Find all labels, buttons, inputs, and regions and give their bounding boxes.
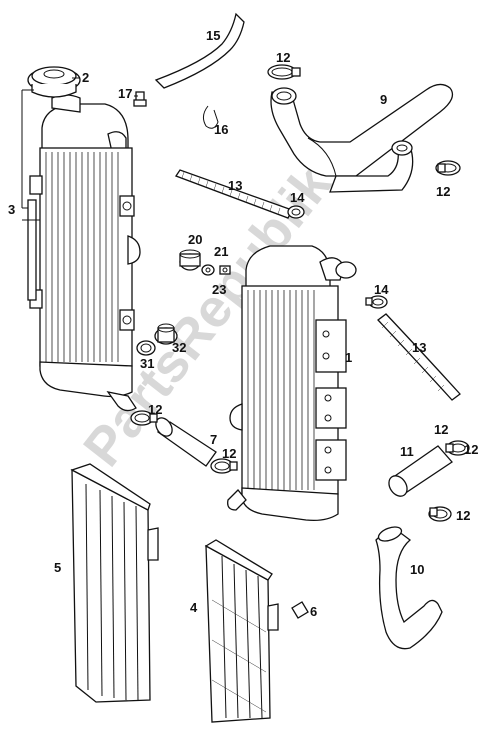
callout-12-c: 12 [148, 402, 162, 417]
clamp-near-11-bottom [428, 506, 452, 522]
callout-6: 6 [310, 604, 317, 619]
clamp-near-7 [130, 410, 158, 426]
callout-2: 2 [82, 70, 89, 85]
callout-32: 32 [172, 340, 186, 355]
callout-12-b: 12 [436, 184, 450, 199]
callout-4: 4 [190, 600, 198, 615]
callout-31: 31 [140, 356, 154, 371]
callout-9: 9 [380, 92, 387, 107]
callout-1: 1 [345, 350, 352, 365]
hose-11 [388, 445, 453, 497]
screw-23 [219, 265, 231, 275]
clamp-near-11-top [445, 440, 470, 456]
radiator-cap [27, 66, 81, 98]
callout-20: 20 [188, 232, 202, 247]
callout-14-a: 14 [290, 190, 305, 205]
callout-12-f: 12 [456, 508, 470, 523]
callout-13-b: 13 [412, 340, 426, 355]
bolt-17 [133, 91, 147, 107]
callout-11: 11 [400, 444, 414, 459]
callout-7: 7 [210, 432, 217, 447]
hose-10 [375, 526, 443, 650]
hose-15 [154, 12, 245, 89]
leader-lines [21, 77, 138, 221]
callout-3: 3 [8, 202, 15, 217]
callout-12-d: 12 [222, 446, 236, 461]
y-hose-9 [270, 83, 454, 193]
callout-17: 17 [118, 86, 132, 101]
callout-21: 21 [214, 244, 228, 259]
callout-12-e: 12 [434, 422, 448, 437]
clamp-14-lower [365, 295, 388, 309]
braided-hose-13-lower [377, 313, 461, 401]
radiator-louver-5 [70, 463, 159, 703]
callout-12-a: 12 [276, 50, 290, 65]
o-ring-31 [136, 340, 156, 356]
washer-21 [201, 264, 215, 276]
callout-16: 16 [214, 122, 228, 137]
callout-13-a: 13 [228, 178, 242, 193]
left-radiator [27, 94, 141, 412]
clamp-near-7-bottom [210, 458, 238, 474]
grommet-20 [179, 249, 201, 271]
callout-10: 10 [410, 562, 424, 577]
hose-clip-16 [202, 105, 219, 129]
radiator-louver-4 [204, 539, 279, 723]
callout-14-b: 14 [374, 282, 389, 297]
clamp-14-upper [287, 205, 305, 219]
bracket-6 [291, 601, 309, 619]
hose-7 [155, 417, 217, 467]
callout-12-g: 12 [464, 442, 478, 457]
callout-5: 5 [54, 560, 61, 575]
callout-15: 15 [206, 28, 220, 43]
hose-clamp-top [267, 64, 301, 80]
right-radiator [227, 245, 357, 522]
plug-32 [154, 323, 178, 345]
callout-23: 23 [212, 282, 226, 297]
hose-clamp-right [435, 160, 461, 176]
